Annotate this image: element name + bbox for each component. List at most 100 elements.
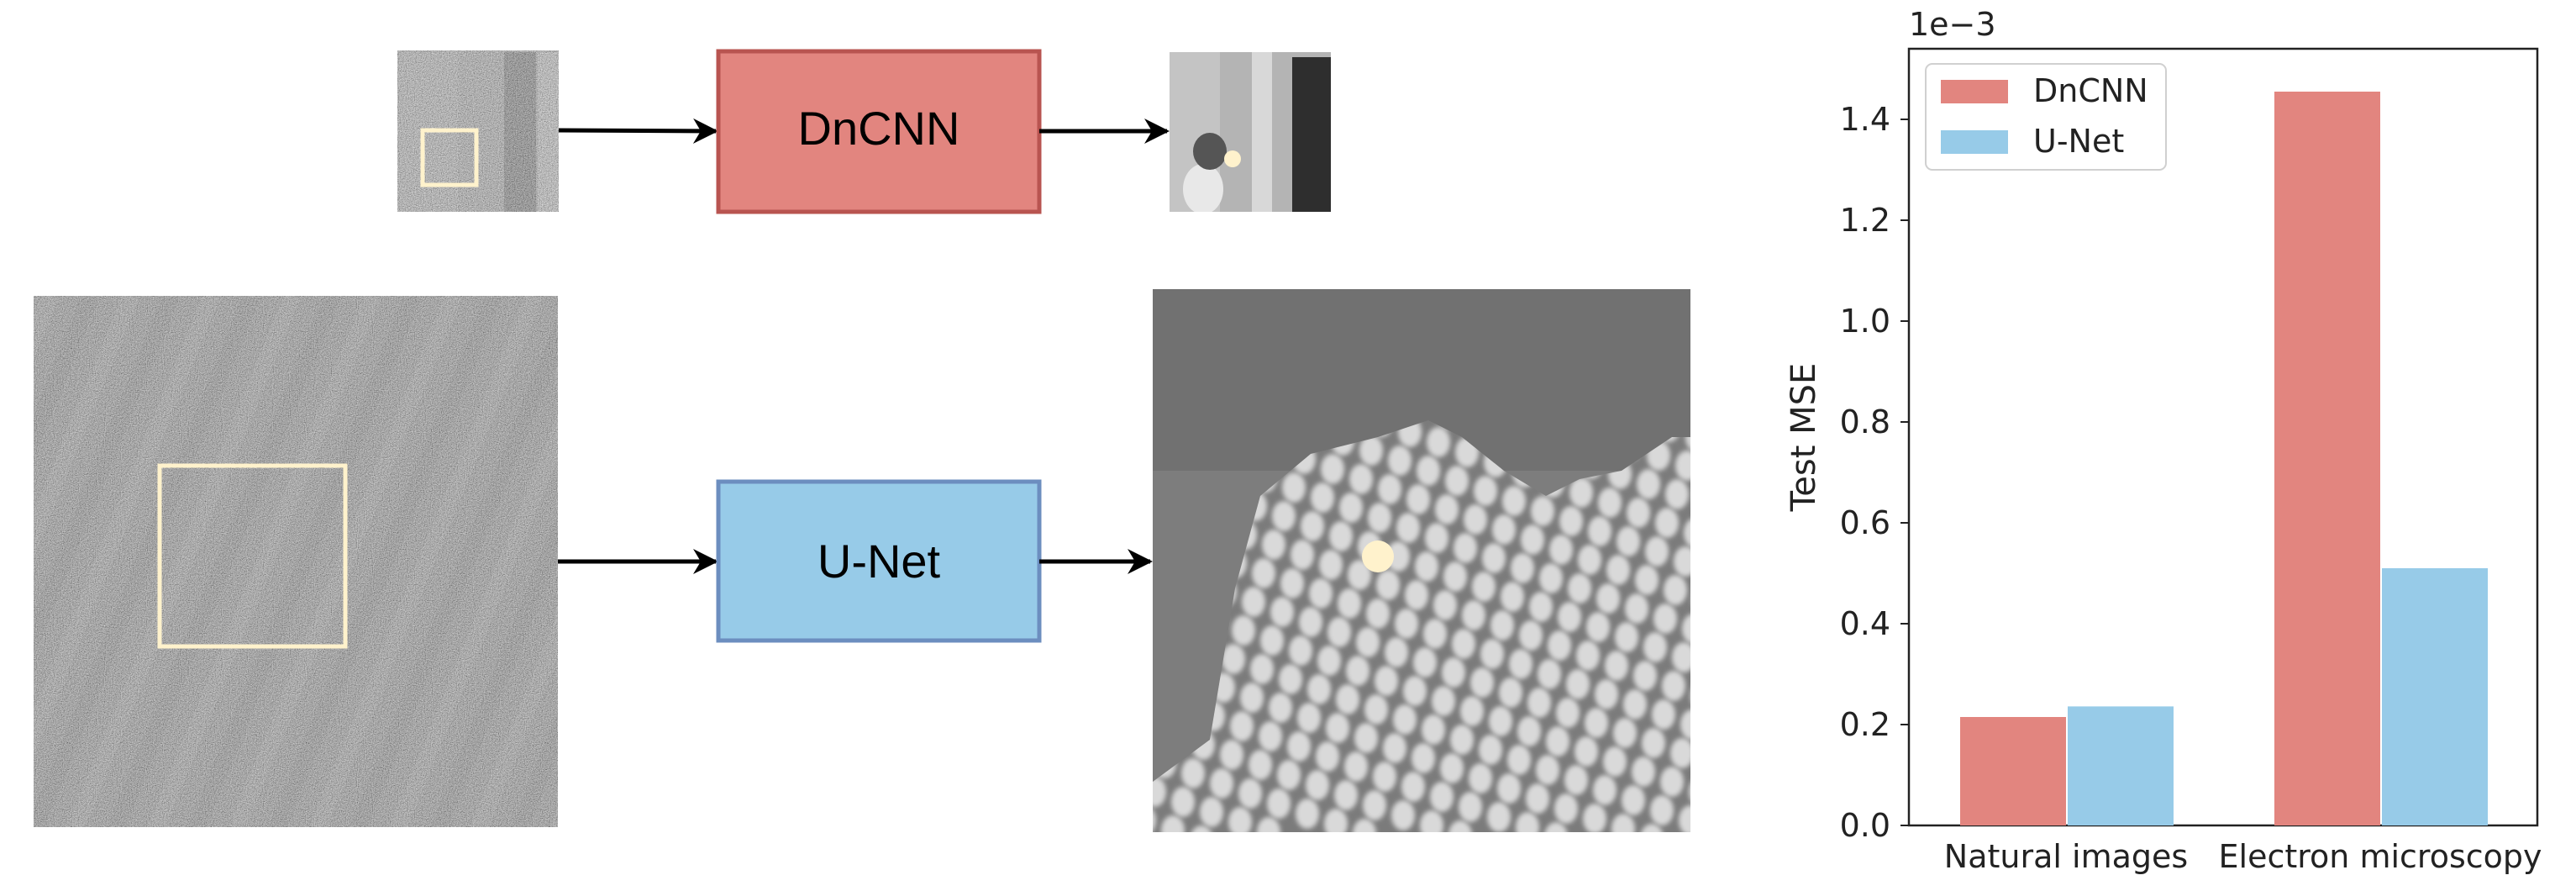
atom-blob [1279, 664, 1302, 694]
atom-blob [1623, 689, 1647, 720]
atom-blob [1603, 746, 1627, 777]
atom-blob [1282, 472, 1306, 503]
atom-blob [1422, 714, 1445, 745]
atom-blob [1222, 644, 1245, 674]
atom-blob [1406, 484, 1430, 514]
atom-blob [1262, 530, 1285, 560]
atom-blob [1653, 604, 1677, 634]
atom-blob [1272, 501, 1296, 531]
atom-blob [1430, 782, 1454, 812]
atom-blob [1490, 610, 1514, 641]
atom-blob [1672, 642, 1690, 672]
atom-blob [1344, 751, 1368, 782]
atom-blob [1356, 627, 1380, 657]
atom-blob [1598, 488, 1622, 518]
atom-blob [1153, 805, 1156, 832]
atom-blob [1161, 815, 1185, 832]
atom-blob [1445, 466, 1469, 496]
unet-box [716, 479, 1042, 643]
atom-blob [1307, 674, 1331, 704]
atom-blob [1556, 698, 1580, 728]
atom-blob [1405, 580, 1428, 610]
texture-stripe [0, 296, 10, 832]
atom-blob [1469, 763, 1492, 793]
atom-blob [1359, 435, 1383, 466]
y-tick-label: 0.2 [1840, 706, 1890, 743]
atom-blob [1383, 733, 1406, 763]
y-tick-label: 0.8 [1840, 403, 1890, 440]
atom-blob [1605, 651, 1628, 681]
atom-blob [1417, 456, 1440, 486]
atom-blob [1559, 506, 1583, 536]
atom-blob [1652, 699, 1675, 730]
atom-blob [1472, 572, 1496, 602]
atom-blob [1249, 750, 1272, 780]
atom-blob [1509, 649, 1532, 679]
atom-blob [1470, 667, 1494, 698]
atom-blob [1257, 817, 1280, 832]
atom-blob [1200, 797, 1223, 827]
atom-blob [1339, 493, 1363, 523]
atom-blob [1301, 511, 1324, 541]
atom-blob [1586, 612, 1610, 642]
atom-blob [1611, 814, 1635, 832]
atom-blob [1568, 573, 1591, 604]
atom-blob [1336, 684, 1359, 714]
bar-dncnn-2 [2274, 92, 2380, 825]
atom-blob [1388, 446, 1412, 476]
atom-blob [1670, 738, 1690, 768]
atom-blob [1363, 790, 1386, 820]
atom-blob [1260, 625, 1284, 656]
atom-blob [1448, 820, 1472, 832]
atom-blob [1499, 677, 1522, 708]
legend-swatch [1941, 80, 2008, 103]
atom-blob [1527, 688, 1551, 718]
atom-blob [1280, 568, 1304, 598]
atom-blob [1519, 620, 1543, 651]
atom-blob [1479, 735, 1502, 765]
atom-blob [1238, 778, 1262, 809]
y-tick-label: 0.4 [1840, 605, 1890, 642]
atom-blob [1529, 592, 1553, 622]
atom-blob [1329, 521, 1353, 551]
atom-blob [1327, 617, 1351, 647]
atom-blob [1585, 708, 1608, 738]
atom-blob [1412, 743, 1435, 773]
x-tick-label: Natural images [1944, 838, 2188, 875]
atom-blob [1684, 518, 1690, 548]
atom-blob [1267, 788, 1291, 819]
atom-blob [1252, 558, 1275, 588]
atom-blob [1425, 523, 1448, 553]
atom-blob [1299, 607, 1322, 637]
dncnn-box [716, 49, 1042, 214]
atom-blob [1536, 755, 1559, 785]
x-tick-label: Electron microscopy [2219, 838, 2542, 875]
atom-blob [1338, 588, 1361, 619]
atom-blob [1440, 753, 1464, 783]
atom-blob [1316, 741, 1339, 772]
atom-blob [1583, 804, 1606, 832]
atom-blob [1595, 679, 1618, 709]
atom-blob [1181, 758, 1205, 788]
atom-blob [1346, 656, 1369, 686]
small-output-dot [1224, 150, 1241, 167]
atom-blob [1366, 598, 1390, 629]
atom-blob [1679, 805, 1690, 832]
atom-blob [1395, 609, 1418, 639]
atom-blob [1319, 550, 1343, 580]
atom-blob [1427, 427, 1450, 457]
atom-blob [1354, 723, 1378, 753]
y-scale-label: 1e−3 [1909, 6, 1996, 43]
atom-blob [1452, 629, 1475, 659]
atom-blob [1632, 757, 1655, 787]
atom-blob [1443, 561, 1467, 592]
small-denoised-image [1170, 52, 1331, 212]
legend-swatch [1941, 130, 2008, 154]
atom-blob [1655, 508, 1679, 538]
small-crop-box [420, 128, 479, 187]
atom-blob [1462, 600, 1485, 630]
unet-label: U-Net [817, 535, 941, 588]
atom-blob [1240, 683, 1264, 713]
